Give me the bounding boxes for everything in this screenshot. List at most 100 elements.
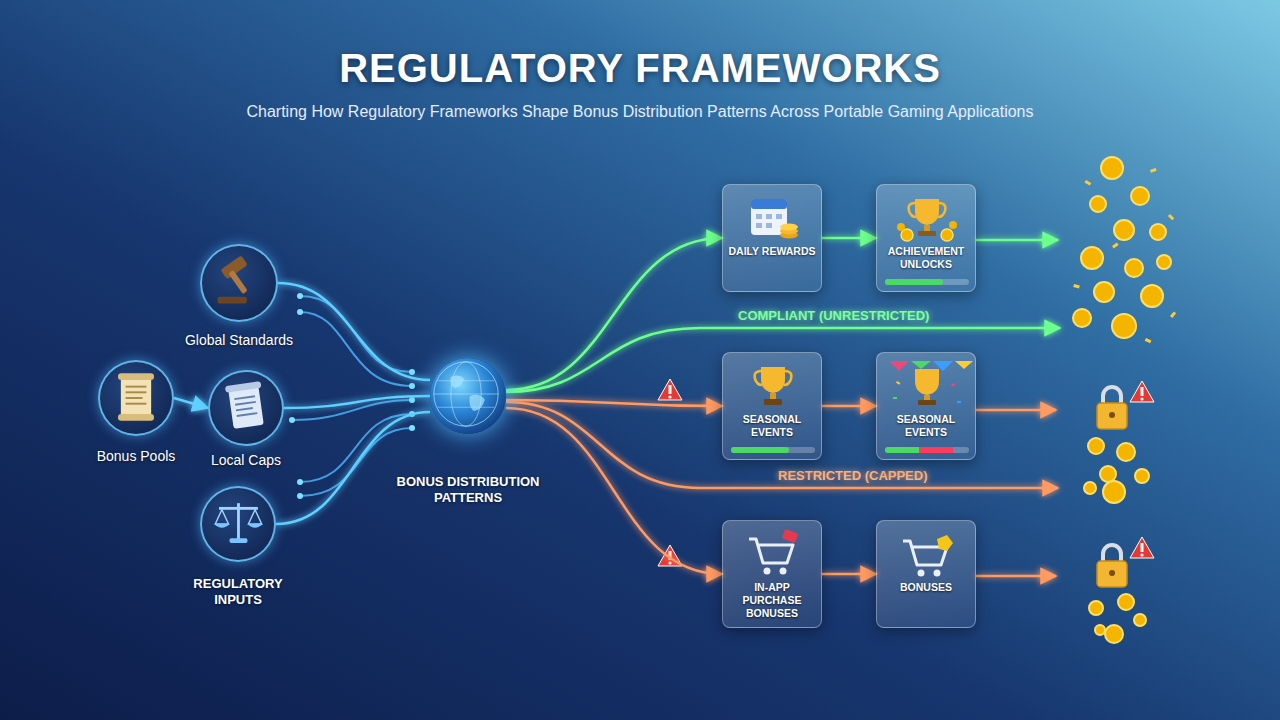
flow-connector — [822, 405, 876, 408]
flow-label: COMPLIANT (UNRESTRICTED) — [738, 308, 929, 323]
progress-bar-part — [919, 447, 953, 453]
card-icon-part — [911, 361, 931, 369]
card-icon-part — [933, 361, 953, 371]
card-icon-part — [949, 221, 957, 229]
output-arrow — [976, 239, 1058, 242]
wire-dot — [409, 383, 415, 389]
card-icon-part — [897, 223, 905, 231]
card-icon-part — [780, 568, 787, 575]
bonus-type-card: ACHIEVEMENT UNLOCKS — [876, 184, 976, 292]
coin — [1112, 314, 1136, 338]
circle-icon-part — [219, 507, 258, 510]
regulatory-input-circle: Global Standards — [200, 244, 278, 322]
circle-icon-part — [236, 407, 253, 411]
wire-dot — [297, 293, 303, 299]
circle-icon-part — [438, 380, 495, 381]
wire-dot — [297, 309, 303, 315]
circle-icon — [202, 488, 274, 560]
output-arrow — [976, 409, 1056, 412]
circle-icon — [430, 358, 502, 430]
padlock-body — [1097, 561, 1127, 587]
circle-icon-part — [126, 397, 143, 399]
warning-triangle — [658, 379, 682, 400]
warning-bar — [1141, 543, 1144, 552]
card-icon-part — [776, 214, 782, 219]
flow-connector — [284, 396, 430, 408]
confetti-piece — [1170, 311, 1176, 318]
circle-icon-part — [234, 395, 255, 400]
coin — [1100, 466, 1116, 482]
progress-bar-part — [885, 279, 943, 285]
flow-connector — [278, 283, 430, 380]
circle-icon-part — [434, 362, 498, 426]
coin — [1114, 220, 1134, 240]
warning-icon — [658, 379, 682, 400]
coin — [1134, 614, 1146, 626]
warning-bar — [1141, 387, 1144, 396]
circle-icon-part — [126, 391, 147, 393]
card-icon-part — [780, 224, 798, 231]
flow-connector — [276, 412, 430, 524]
node-label: BONUS DISTRIBUTION PATTERNS — [393, 474, 543, 505]
circle-icon-part — [228, 385, 264, 429]
card-icon-part — [784, 371, 791, 385]
card-icon-part — [915, 369, 939, 395]
padlock-shackle — [1103, 545, 1121, 562]
confetti-piece — [1145, 338, 1152, 343]
bonus-type-card: SEASONAL EVENTS — [722, 352, 822, 460]
card-icon — [877, 525, 977, 583]
confetti-piece — [1073, 284, 1080, 288]
wire-dot — [297, 479, 303, 485]
card-icon-part — [896, 381, 900, 385]
circle-icon — [100, 362, 172, 434]
card-icon-part — [937, 535, 953, 551]
progress-bar-part — [731, 447, 815, 453]
coin — [1150, 224, 1166, 240]
card-icon — [723, 189, 823, 247]
coin — [1135, 469, 1149, 483]
coin — [1125, 259, 1143, 277]
padlock-body — [1097, 403, 1127, 429]
circle-icon-part — [228, 270, 247, 294]
warning-triangle — [1130, 381, 1154, 402]
coin — [1089, 601, 1103, 615]
progress-bar-part — [885, 279, 969, 285]
card-icon-part — [941, 229, 953, 241]
node-label: Local Caps — [176, 452, 316, 469]
coin — [1081, 247, 1103, 269]
coin — [1073, 309, 1091, 327]
progress-bar — [877, 279, 977, 287]
flow-connector — [174, 398, 208, 408]
coin-pile — [1073, 157, 1171, 338]
coin — [1090, 196, 1106, 212]
card-icon-part — [889, 361, 909, 371]
circle-icon-part — [235, 401, 256, 406]
card-icon-part — [909, 203, 916, 217]
card-icon-part — [751, 199, 787, 209]
progress-bar — [723, 447, 823, 455]
circle-icon-part — [434, 394, 498, 395]
warning-icon — [1130, 537, 1154, 558]
warning-dot — [1140, 397, 1143, 400]
warning-triangle — [1130, 537, 1154, 558]
confetti-piece — [1150, 168, 1157, 173]
coin — [1157, 255, 1171, 269]
card-icon-part — [766, 223, 772, 228]
confetti-piece — [1085, 180, 1092, 186]
circle-icon-part — [118, 414, 154, 421]
card-icon-part — [770, 393, 776, 399]
progress-bar-part — [731, 447, 789, 453]
card-icon-part — [924, 395, 930, 400]
regulatory-input-circle: Local Caps — [208, 370, 284, 446]
circle-icon-part — [469, 395, 485, 411]
padlock-keyhole — [1109, 412, 1115, 418]
wire-dot — [289, 417, 295, 423]
circle-icon-part — [118, 373, 154, 380]
node-label: REGULATORY INPUTS — [183, 576, 293, 607]
confetti-piece — [1112, 243, 1119, 249]
circle-icon-part — [126, 386, 147, 388]
card-icon — [723, 357, 823, 415]
card-icon-part — [957, 401, 961, 403]
bonus-type-card: BONUSES — [876, 520, 976, 628]
circle-icon-part — [229, 538, 247, 543]
